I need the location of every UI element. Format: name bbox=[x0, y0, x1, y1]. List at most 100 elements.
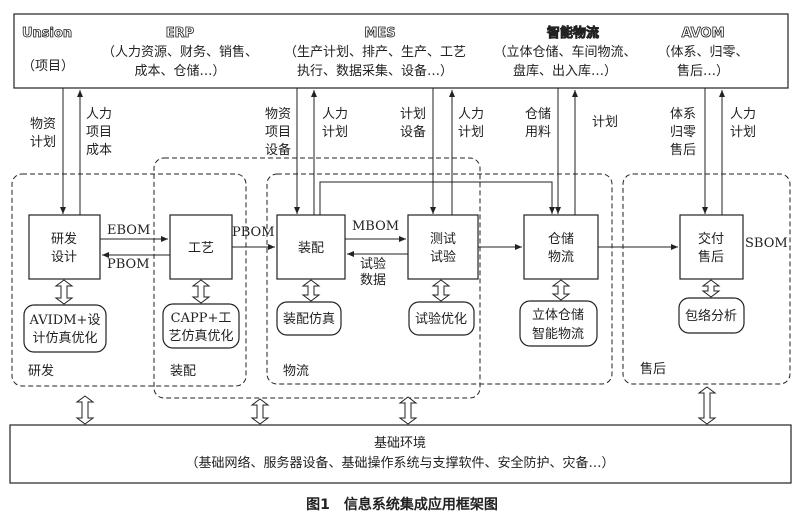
svg-text:执行、数据采集、设备…）: 执行、数据采集、设备…） bbox=[297, 63, 453, 79]
system-mes: MES （生产计划、排产、生产、工艺 执行、数据采集、设备…） bbox=[284, 26, 466, 79]
svg-text:计划: 计划 bbox=[730, 125, 756, 140]
svg-text:成本: 成本 bbox=[86, 143, 112, 158]
systems-box bbox=[13, 13, 789, 89]
svg-text:人力: 人力 bbox=[730, 107, 756, 122]
svg-text:体系: 体系 bbox=[670, 107, 696, 122]
svg-text:计划: 计划 bbox=[458, 125, 484, 140]
svg-text:试验: 试验 bbox=[430, 249, 456, 265]
svg-text:装配: 装配 bbox=[298, 241, 324, 256]
svg-text:试验: 试验 bbox=[360, 256, 386, 272]
double-arrow-icon bbox=[75, 395, 95, 425]
svg-text:设备: 设备 bbox=[265, 142, 291, 158]
svg-text:（项目）: （项目） bbox=[22, 59, 74, 74]
svg-text:CAPP+工: CAPP+工 bbox=[171, 311, 232, 326]
svg-text:计划: 计划 bbox=[400, 107, 426, 122]
tool-assembly-sim[interactable]: 装配仿真 bbox=[276, 301, 342, 336]
svg-text:智能物流: 智能物流 bbox=[547, 25, 599, 41]
svg-text:Unsion: Unsion bbox=[22, 26, 72, 41]
svg-text:人力: 人力 bbox=[322, 107, 348, 122]
svg-text:SBOM: SBOM bbox=[745, 236, 788, 251]
svg-text:仓储: 仓储 bbox=[525, 107, 551, 122]
svg-text:设备: 设备 bbox=[400, 124, 426, 140]
region-label: 售后 bbox=[640, 361, 666, 377]
svg-text:艺仿真优化: 艺仿真优化 bbox=[168, 329, 233, 344]
region-label: 装配 bbox=[170, 364, 196, 379]
process-edges bbox=[100, 236, 678, 258]
svg-text:测试: 测试 bbox=[430, 232, 456, 247]
svg-text:试验优化: 试验优化 bbox=[415, 311, 467, 327]
double-arrow-icon bbox=[431, 279, 451, 302]
svg-text:PBOM: PBOM bbox=[232, 225, 275, 240]
svg-text:物资: 物资 bbox=[265, 107, 291, 122]
svg-text:数据: 数据 bbox=[360, 273, 386, 288]
svg-text:成本、仓储…）: 成本、仓储…） bbox=[134, 64, 225, 79]
svg-text:售后: 售后 bbox=[698, 249, 724, 265]
svg-text:装配仿真: 装配仿真 bbox=[283, 312, 335, 327]
region-aftersales bbox=[622, 173, 791, 385]
svg-text:ERP: ERP bbox=[166, 26, 194, 41]
svg-text:物流: 物流 bbox=[548, 250, 574, 265]
svg-text:用料: 用料 bbox=[525, 125, 551, 140]
region-rd bbox=[11, 173, 247, 387]
double-arrows bbox=[54, 279, 721, 425]
svg-text:计仿真优化: 计仿真优化 bbox=[32, 331, 97, 346]
svg-text:（生产计划、排产、生产、工艺: （生产计划、排产、生产、工艺 bbox=[284, 45, 466, 60]
svg-text:计划: 计划 bbox=[322, 125, 348, 140]
svg-text:AVOM: AVOM bbox=[682, 26, 725, 41]
svg-text:归零: 归零 bbox=[670, 125, 696, 140]
svg-text:盘库、出入库…）: 盘库、出入库…） bbox=[513, 63, 617, 79]
svg-text:人力: 人力 bbox=[86, 107, 112, 122]
svg-text:智能物流: 智能物流 bbox=[532, 327, 584, 342]
svg-text:人力: 人力 bbox=[458, 107, 484, 122]
svg-text:MBOM: MBOM bbox=[352, 219, 399, 234]
region-label: 物流 bbox=[283, 364, 309, 379]
svg-text:交付: 交付 bbox=[698, 231, 724, 247]
svg-text:仓储: 仓储 bbox=[548, 232, 574, 247]
svg-text:（人力资源、财务、销售、: （人力资源、财务、销售、 bbox=[102, 44, 258, 60]
double-arrow-icon bbox=[697, 386, 717, 425]
svg-text:计划: 计划 bbox=[30, 135, 56, 150]
tool-envelope-analysis[interactable]: 包络分析 bbox=[678, 297, 745, 334]
process-assembly[interactable]: 装配 bbox=[276, 214, 346, 280]
double-arrow-icon bbox=[701, 279, 721, 298]
double-arrow-icon bbox=[398, 396, 418, 425]
system-logistics: 智能物流 （立体仓储、车间物流、 盘库、出入库…） bbox=[493, 25, 636, 79]
tool-test-opt[interactable]: 试验优化 bbox=[408, 301, 475, 336]
svg-text:包络分析: 包络分析 bbox=[685, 308, 737, 324]
region-assembly bbox=[153, 157, 481, 399]
figure-caption: 图1 信息系统集成应用框架图 bbox=[306, 496, 498, 513]
double-arrow-icon bbox=[191, 279, 211, 304]
svg-text:（立体仓储、车间物流、: （立体仓储、车间物流、 bbox=[493, 44, 636, 60]
process-craft[interactable]: 工艺 bbox=[169, 214, 233, 280]
double-arrow-icon bbox=[250, 398, 270, 425]
svg-text:工艺: 工艺 bbox=[188, 241, 214, 256]
system-avom: AVOM （体系、归零、 售后…） bbox=[657, 26, 748, 79]
svg-text:项目: 项目 bbox=[86, 125, 112, 140]
svg-text:（基础网络、服务器设备、基础操作系统与支撑软件、安全防护、灾: （基础网络、服务器设备、基础操作系统与支撑软件、安全防护、灾备…） bbox=[185, 455, 614, 471]
svg-text:物资: 物资 bbox=[30, 117, 56, 132]
double-arrow-icon bbox=[54, 279, 74, 305]
base-environment: 基础环境 （基础网络、服务器设备、基础操作系统与支撑软件、安全防护、灾备…） bbox=[9, 424, 792, 484]
system-erp: ERP （人力资源、财务、销售、 成本、仓储…） bbox=[102, 26, 258, 79]
svg-text:基础环境: 基础环境 bbox=[374, 436, 426, 451]
svg-text:AVIDM+设: AVIDM+设 bbox=[29, 313, 101, 328]
double-arrow-icon bbox=[551, 279, 571, 301]
svg-text:设计: 设计 bbox=[51, 250, 77, 265]
system-links bbox=[60, 88, 725, 215]
region-logistics bbox=[266, 173, 613, 385]
svg-text:EBOM: EBOM bbox=[107, 223, 150, 238]
svg-text:售后: 售后 bbox=[670, 142, 696, 158]
system-unsion: Unsion （项目） bbox=[22, 26, 74, 74]
svg-text:研发: 研发 bbox=[51, 231, 77, 247]
svg-text:PBOM: PBOM bbox=[107, 257, 150, 272]
